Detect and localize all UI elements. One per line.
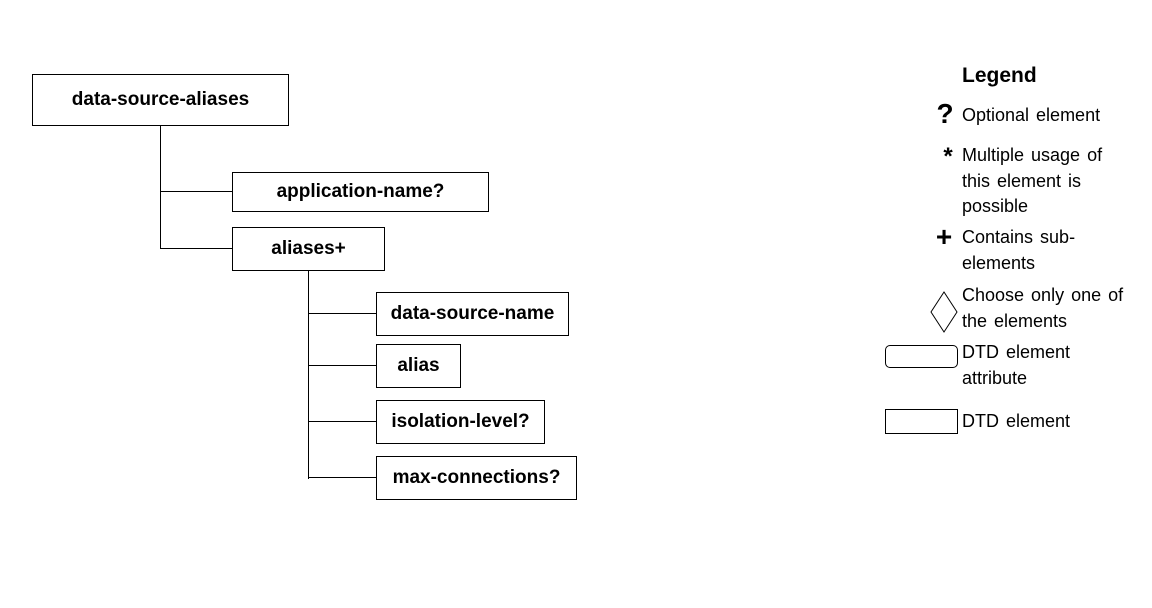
node-max-connections: max-connections? xyxy=(376,456,577,500)
node-data-source-aliases: data-source-aliases xyxy=(32,74,289,126)
connector-to-aliases xyxy=(160,248,233,249)
node-isolation-level: isolation-level? xyxy=(376,400,545,444)
connector-aliases-trunk xyxy=(308,270,309,479)
connector-to-data-source-name xyxy=(308,313,377,314)
connector-to-application-name xyxy=(160,191,233,192)
node-data-source-name: data-source-name xyxy=(376,292,569,336)
node-application-name: application-name? xyxy=(232,172,489,212)
connector-to-alias xyxy=(308,365,377,366)
connector-root-trunk xyxy=(160,125,161,249)
connector-to-max-connections xyxy=(308,477,377,478)
node-alias: alias xyxy=(376,344,461,388)
connector-to-isolation-level xyxy=(308,421,377,422)
node-aliases: aliases+ xyxy=(232,227,385,271)
